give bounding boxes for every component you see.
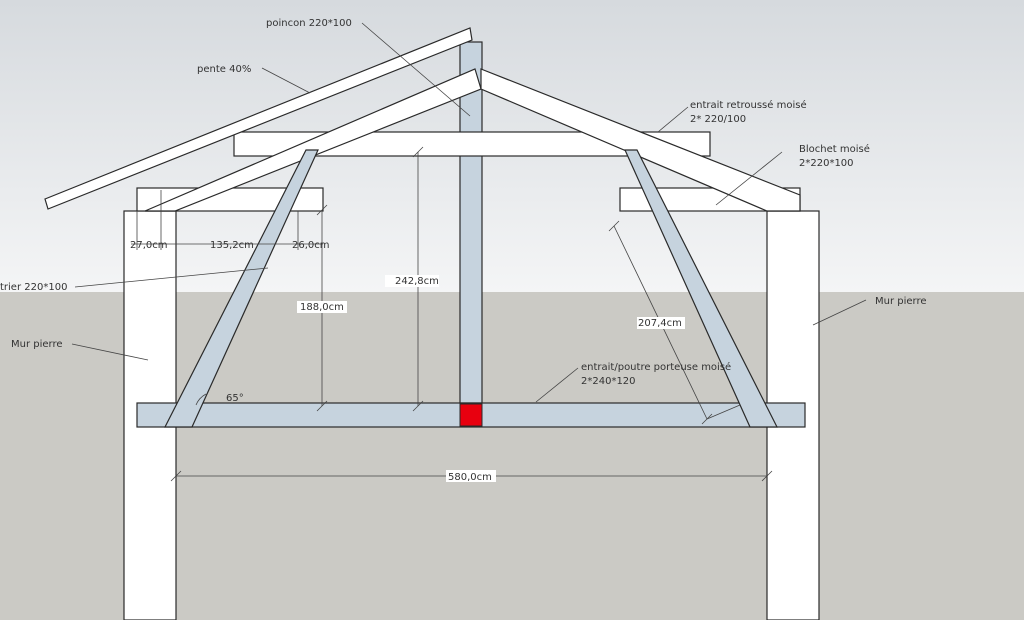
- dim-tick-188-bottom: [316, 400, 328, 412]
- leader-etrier: [74, 267, 269, 288]
- dim-tick-207-top: [608, 220, 620, 232]
- strut-right: [624, 149, 778, 428]
- dim-label-26: 26,0cm: [292, 240, 330, 251]
- strut-left: [164, 149, 319, 428]
- label-mur-pierre-right: Mur pierre: [875, 296, 927, 307]
- leader-poincon: [361, 22, 471, 117]
- label-entrait-poutre-line2: 2*240*120: [581, 376, 636, 387]
- rafter-right: [480, 68, 801, 212]
- label-blochet-line1: Blochet moisé: [799, 143, 870, 155]
- leader-mur-left: [71, 343, 149, 361]
- dim-label-242: 242,8cm: [395, 276, 439, 287]
- leader-blochet: [715, 151, 783, 206]
- leader-entrait-retrousse: [657, 106, 689, 133]
- dim-ext-207: [706, 404, 741, 420]
- label-pente: pente 40%: [197, 64, 251, 75]
- label-mur-pierre-left: Mur pierre: [11, 339, 63, 350]
- label-entrait-retrousse-line1: entrait retroussé moisé: [690, 99, 807, 111]
- dim-label-27: 27,0cm: [130, 240, 168, 251]
- dim-tick-242-bottom: [412, 400, 424, 412]
- dim-tick-188-top: [316, 204, 328, 216]
- rafter-left: [144, 68, 482, 212]
- angle-label: 65°: [226, 393, 244, 404]
- dim-label-580: 580,0cm: [448, 472, 492, 483]
- leader-pente: [261, 67, 311, 94]
- dim-label-135: 135,2cm: [210, 240, 254, 251]
- leader-entrait-poutre: [535, 367, 579, 403]
- label-entrait-poutre-line1: entrait/poutre porteuse moisé: [581, 361, 731, 373]
- label-poincon: poincon 220*100: [266, 18, 352, 29]
- dim-tick-580-left: [170, 470, 182, 482]
- overhang-rafter: [44, 27, 473, 210]
- angle-arc: [195, 393, 207, 406]
- label-blochet-line2: 2*220*100: [799, 158, 854, 169]
- label-entrait-retrousse-line2: 2* 220/100: [690, 114, 746, 125]
- label-etrier: trier 220*100: [0, 282, 67, 293]
- leader-mur-right: [812, 299, 867, 326]
- dim-tick-580-right: [761, 470, 773, 482]
- king-post-section-marker: [459, 403, 483, 427]
- dim-label-188: 188,0cm: [300, 302, 344, 313]
- dim-label-207: 207,4cm: [638, 318, 682, 329]
- dim-tick-242-top: [412, 146, 424, 158]
